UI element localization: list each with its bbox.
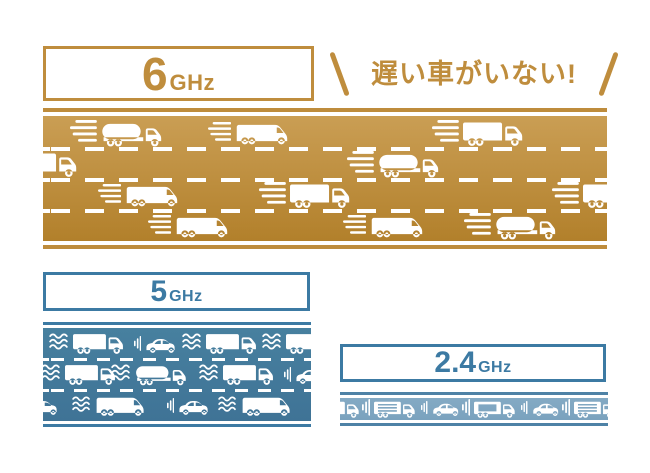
box-truck-icon [206, 334, 256, 354]
open-truck-icon [474, 401, 515, 418]
vib-mark-icon [609, 399, 618, 416]
wave-mark-icon [218, 396, 236, 412]
5ghz-road-lane-divider [43, 358, 311, 361]
box-truck-icon [318, 401, 359, 418]
car-icon [179, 400, 208, 415]
callout-right-slash-icon [598, 51, 619, 97]
car-icon [533, 403, 559, 416]
vib-mark-icon [561, 399, 570, 416]
vib-mark-icon [166, 398, 174, 414]
speed-mark-icon [552, 182, 579, 204]
box-truck-icon [223, 365, 273, 385]
car-icon [433, 403, 459, 416]
speed-mark-icon [207, 122, 231, 141]
2-4ghz-road-bottom-border [340, 423, 608, 426]
vib-mark-icon [521, 401, 528, 415]
speed-mark-icon [147, 215, 171, 234]
vib-mark-icon [133, 336, 141, 352]
2-4ghz-road-top-border [340, 392, 608, 395]
tank-truck-icon [379, 154, 439, 178]
5ghz-road-top-border [43, 322, 311, 325]
van-icon [242, 397, 290, 416]
6ghz-road-lane-divider [43, 178, 607, 182]
6ghz-road-lane-divider [43, 209, 607, 213]
6ghz-road-surface [17, 116, 643, 241]
speed-mark-icon [70, 120, 97, 142]
6ghz-road-top-border [43, 108, 607, 112]
box-truck-icon [17, 153, 77, 177]
car-icon [28, 400, 57, 415]
5ghz-label-box: 5 GHz [43, 272, 310, 311]
6ghz-unit: GHz [169, 69, 216, 95]
striped-truck-icon [574, 401, 615, 418]
2-4ghz-label: 2.4 GHz [434, 348, 511, 378]
callout-text: 遅い車がいない! [371, 58, 577, 89]
van-icon [96, 397, 144, 416]
wave-mark-icon [49, 333, 68, 350]
vib-mark-icon [421, 401, 428, 415]
6ghz-road-bottom-border [43, 245, 607, 249]
wave-mark-icon [262, 333, 281, 350]
6ghz-value: 6 [141, 47, 168, 100]
tank-truck-icon [496, 216, 556, 240]
callout-left-slash-icon [329, 51, 350, 97]
box-truck-icon [583, 184, 643, 208]
5ghz-label: 5 GHz [150, 274, 203, 308]
box-truck-icon [463, 122, 523, 146]
2-4ghz-road-surface [318, 398, 649, 420]
box-truck-icon [73, 334, 123, 354]
5ghz-road-lane-divider [43, 389, 311, 392]
2-4ghz-value: 2.4 [434, 346, 477, 379]
5ghz-value: 5 [150, 274, 168, 308]
van-icon [236, 124, 288, 145]
5ghz-road-surface [28, 328, 336, 421]
speed-mark-icon [432, 120, 459, 142]
van-icon [176, 217, 228, 238]
6ghz-label: 6 GHz [142, 51, 215, 97]
striped-truck-icon [374, 401, 415, 418]
2-4ghz-label-box: 2.4 GHz [340, 344, 606, 382]
tank-truck-icon [102, 123, 162, 147]
speed-mark-icon [259, 182, 286, 204]
wave-mark-icon [72, 396, 90, 412]
vib-mark-icon [461, 399, 470, 416]
speed-mark-icon [342, 215, 366, 234]
box-truck-icon [290, 184, 350, 208]
car-icon [146, 338, 175, 353]
wave-mark-icon [199, 364, 218, 381]
box-truck-icon [286, 334, 336, 354]
wave-mark-icon [182, 333, 201, 350]
speed-mark-icon [97, 184, 121, 203]
5ghz-road [28, 322, 336, 427]
6ghz-label-box: 6 GHz [43, 46, 314, 101]
speed-mark-icon [464, 213, 491, 235]
vib-mark-icon [361, 399, 370, 416]
5ghz-road-bottom-border [43, 424, 311, 427]
wave-mark-icon [111, 364, 130, 381]
6ghz-road [17, 108, 643, 249]
speed-mark-icon [347, 151, 374, 173]
6ghz-road-lane-divider [43, 147, 607, 151]
no-slow-cars-callout: 遅い車がいない! [329, 46, 619, 102]
tank-truck-icon [136, 366, 186, 386]
box-truck-icon [622, 401, 649, 418]
van-icon [126, 186, 178, 207]
5ghz-unit: GHz [169, 287, 203, 305]
box-truck-icon [65, 365, 115, 385]
wave-mark-icon [41, 364, 60, 381]
van-icon [371, 217, 423, 238]
2-4ghz-road [318, 392, 649, 426]
car-icon [296, 369, 325, 384]
vib-mark-icon [283, 367, 291, 383]
2-4ghz-unit: GHz [478, 359, 512, 376]
